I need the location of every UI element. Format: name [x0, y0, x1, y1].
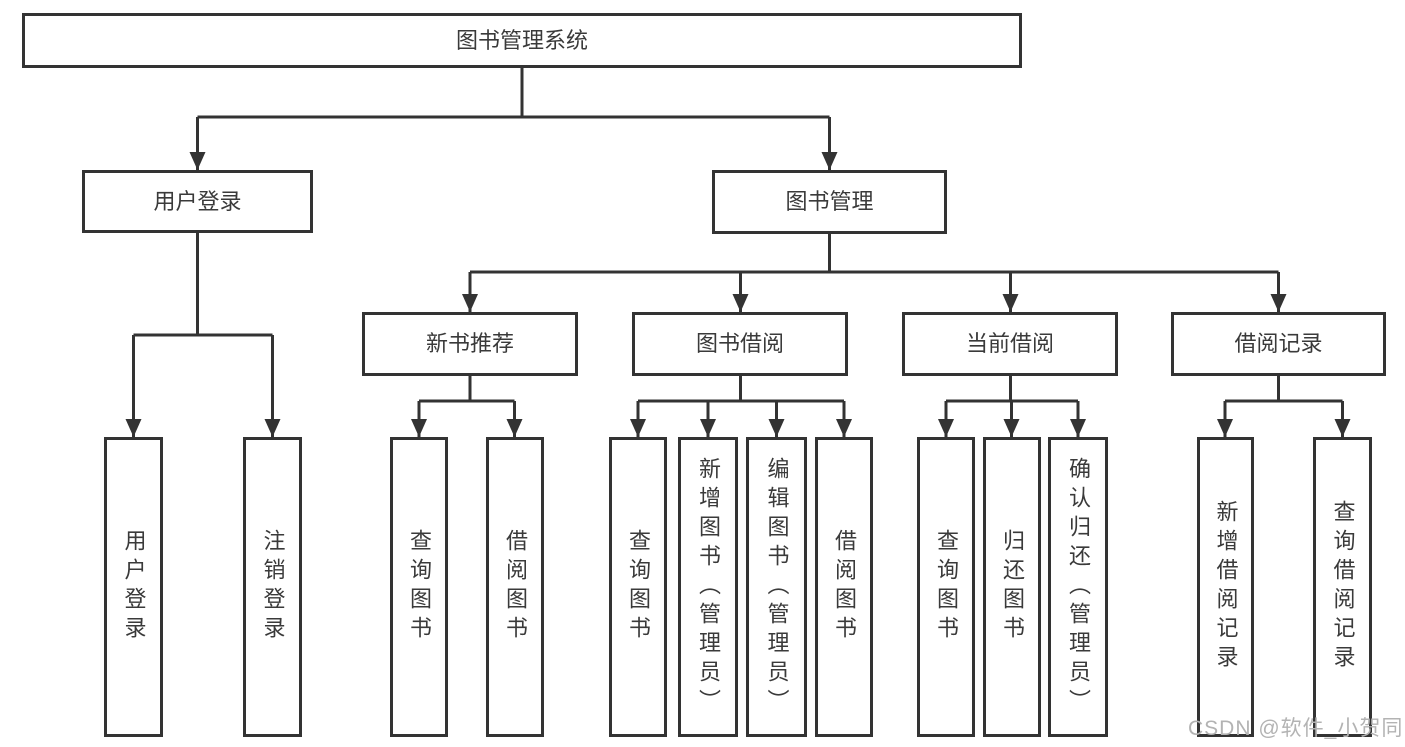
leaf-user-login: 用户登录: [104, 437, 163, 737]
leaf-add-book-admin: 新增图书（管理员）: [678, 437, 738, 737]
leaf-query-borrow-record: 查询借阅记录: [1313, 437, 1372, 737]
leaf-add-borrow-record: 新增借阅记录: [1197, 437, 1254, 737]
leaf-borrowing-borrow-books: 借阅图书: [815, 437, 873, 737]
node-borrowing-records: 借阅记录: [1171, 312, 1386, 376]
node-new-book-recommendation: 新书推荐: [362, 312, 578, 376]
leaf-edit-book-admin: 编辑图书（管理员）: [746, 437, 807, 737]
leaf-borrowing-query-books: 查询图书: [609, 437, 667, 737]
leaf-recommend-query-books: 查询图书: [390, 437, 448, 737]
node-current-borrowing: 当前借阅: [902, 312, 1118, 376]
node-library-system: 图书管理系统: [22, 13, 1022, 68]
leaf-return-books: 归还图书: [983, 437, 1041, 737]
node-book-borrowing: 图书借阅: [632, 312, 848, 376]
leaf-logout: 注销登录: [243, 437, 302, 737]
csdn-watermark: CSDN @软件_小贺同学: [1188, 717, 1404, 740]
leaf-recommend-borrow-books: 借阅图书: [486, 437, 544, 737]
leaf-confirm-return-admin: 确认归还（管理员）: [1048, 437, 1108, 737]
node-user-login: 用户登录: [82, 170, 313, 233]
leaf-current-query-books: 查询图书: [917, 437, 975, 737]
node-book-management: 图书管理: [712, 170, 947, 234]
